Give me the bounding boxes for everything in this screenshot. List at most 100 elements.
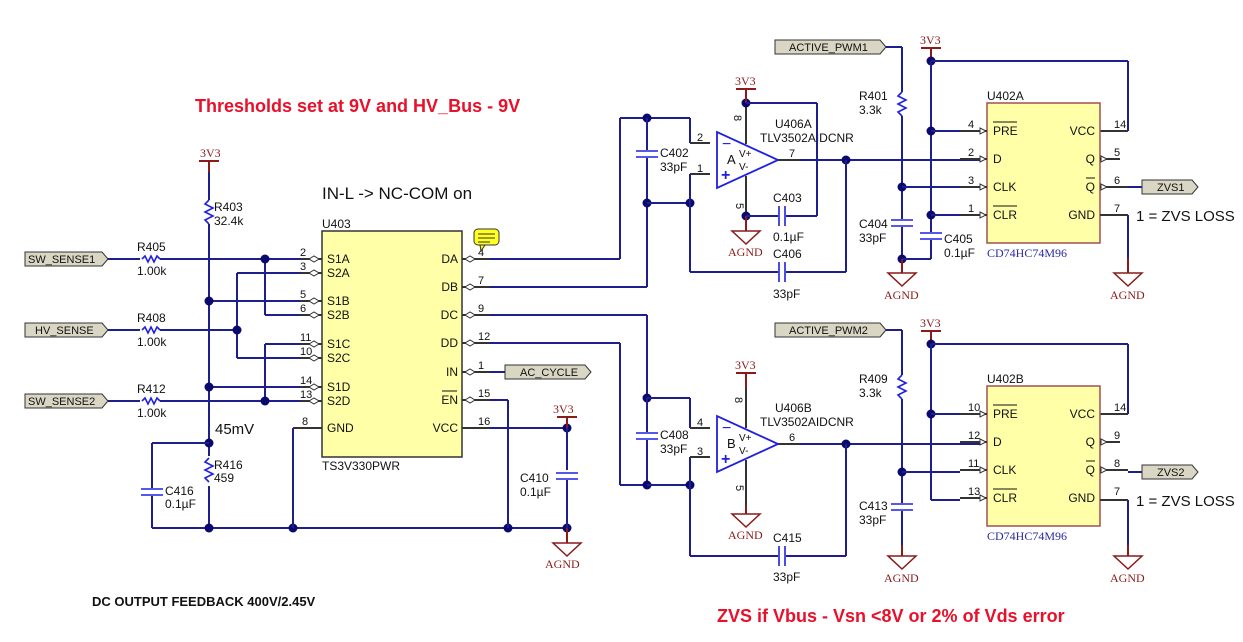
resistor-r416: R416 459 [203,456,243,486]
svg-text:7: 7 [789,148,795,160]
port-ac-cycle[interactable]: AC_CYCLE [504,364,592,380]
port-hv-sense[interactable]: HV_SENSE [24,322,109,338]
svg-text:AGND: AGND [884,288,919,302]
port-active-pwm1[interactable]: ACTIVE_PWM1 [774,39,887,55]
svg-text:D: D [993,152,1002,166]
svg-text:3.3k: 3.3k [859,386,883,400]
u403-pin-da: 4 DA [441,247,490,266]
svg-text:13: 13 [968,486,980,498]
svg-text:CLR: CLR [993,208,1017,222]
agnd-u403: AGND [545,528,583,571]
svg-text:0.1µF: 0.1µF [773,230,804,244]
svg-text:12: 12 [968,430,980,442]
port-zvs2[interactable]: ZVS2 [1141,464,1199,480]
resistor-r408: R408 1.00k [137,311,167,349]
svg-text:10: 10 [968,402,980,414]
u403-pin-in: 1 IN [446,360,490,379]
svg-text:1.00k: 1.00k [137,335,167,349]
comment-note-icon[interactable] [473,228,500,253]
svg-text:3V3: 3V3 [920,316,941,330]
svg-text:EN: EN [441,393,458,407]
svg-text:33pF: 33pF [859,513,886,527]
svg-text:SW_SENSE2: SW_SENSE2 [28,396,95,408]
u402b-pin-d: 12 D [960,430,1002,449]
svg-text:AC_CYCLE: AC_CYCLE [520,367,578,379]
svg-text:S2D: S2D [327,394,351,408]
svg-text:R408: R408 [137,311,166,325]
capacitor-c403: C403 0.1µF [773,191,804,244]
svg-text:C405: C405 [944,232,973,246]
svg-text:CD74HC74M96: CD74HC74M96 [987,246,1067,260]
svg-text:C416: C416 [165,484,194,498]
svg-text:14: 14 [300,375,312,387]
chip-u402b: U402B CD74HC74M96 [986,372,1101,543]
svg-text:16: 16 [478,416,490,428]
svg-text:PRE: PRE [993,407,1018,421]
dc-feedback-note: DC OUTPUT FEEDBACK 400V/2.45V [92,594,316,609]
svg-text:CLK: CLK [993,463,1016,477]
power-3v3-r403: 3V3 [199,146,221,172]
svg-text:4: 4 [968,119,974,131]
svg-text:AGND: AGND [1110,288,1145,302]
svg-text:32.4k: 32.4k [214,214,244,228]
svg-text:3V3: 3V3 [200,146,221,160]
svg-text:4: 4 [478,247,484,259]
capacitor-c402: C402 33pF [636,146,689,174]
port-sw-sense2[interactable]: SW_SENSE2 [24,393,109,409]
svg-text:8: 8 [731,115,743,121]
svg-text:IN: IN [446,365,458,379]
svg-text:459: 459 [214,471,234,485]
capacitor-c406: C406 33pF [773,247,802,301]
agnd-u402a: AGND [1110,258,1145,302]
svg-text:6: 6 [789,432,795,444]
svg-text:1: 1 [478,360,484,372]
svg-text:R412: R412 [137,382,166,396]
svg-text:ZVS1: ZVS1 [1157,182,1185,194]
svg-text:SW_SENSE1: SW_SENSE1 [28,254,95,266]
resistor-r401: R401 3.3k [859,89,908,117]
svg-text:2: 2 [697,132,703,144]
svg-text:11: 11 [968,458,979,470]
svg-text:2: 2 [968,147,974,159]
svg-text:U406B: U406B [775,401,812,415]
svg-text:DA: DA [441,252,458,266]
svg-text:9: 9 [1114,430,1120,442]
svg-text:3: 3 [300,261,306,273]
svg-text:Q: Q [1086,435,1095,449]
svg-text:3: 3 [697,446,703,458]
svg-text:0.1µF: 0.1µF [165,497,196,511]
zvs-loss-note-1: 1 = ZVS LOSS [1136,208,1235,225]
port-zvs1[interactable]: ZVS1 [1141,179,1199,195]
svg-text:GND: GND [327,421,354,435]
capacitor-c405: C405 0.1µF [920,232,975,260]
svg-text:7: 7 [478,275,484,287]
agnd-u402b: AGND [1110,545,1145,585]
svg-text:10: 10 [300,346,312,358]
svg-text:V+: V+ [739,149,752,160]
svg-text:33pF: 33pF [859,231,886,245]
svg-text:+: + [721,451,730,468]
svg-text:33pF: 33pF [660,160,687,174]
svg-text:4: 4 [697,417,703,429]
u402a-pin-q: 5Q [1086,147,1120,166]
port-sw-sense1[interactable]: SW_SENSE1 [24,251,109,267]
svg-text:33pF: 33pF [660,442,687,456]
svg-text:D: D [993,435,1002,449]
svg-text:C410: C410 [520,471,549,485]
resistor-r403: R403 32.4k [203,199,244,228]
resistor-r405: R405 1.00k [137,240,167,278]
u402b-pin-q: 9Q [1086,430,1120,449]
port-active-pwm2[interactable]: ACTIVE_PWM2 [774,322,887,338]
svg-text:TS3V330PWR: TS3V330PWR [322,459,400,473]
svg-text:6: 6 [1114,175,1120,187]
